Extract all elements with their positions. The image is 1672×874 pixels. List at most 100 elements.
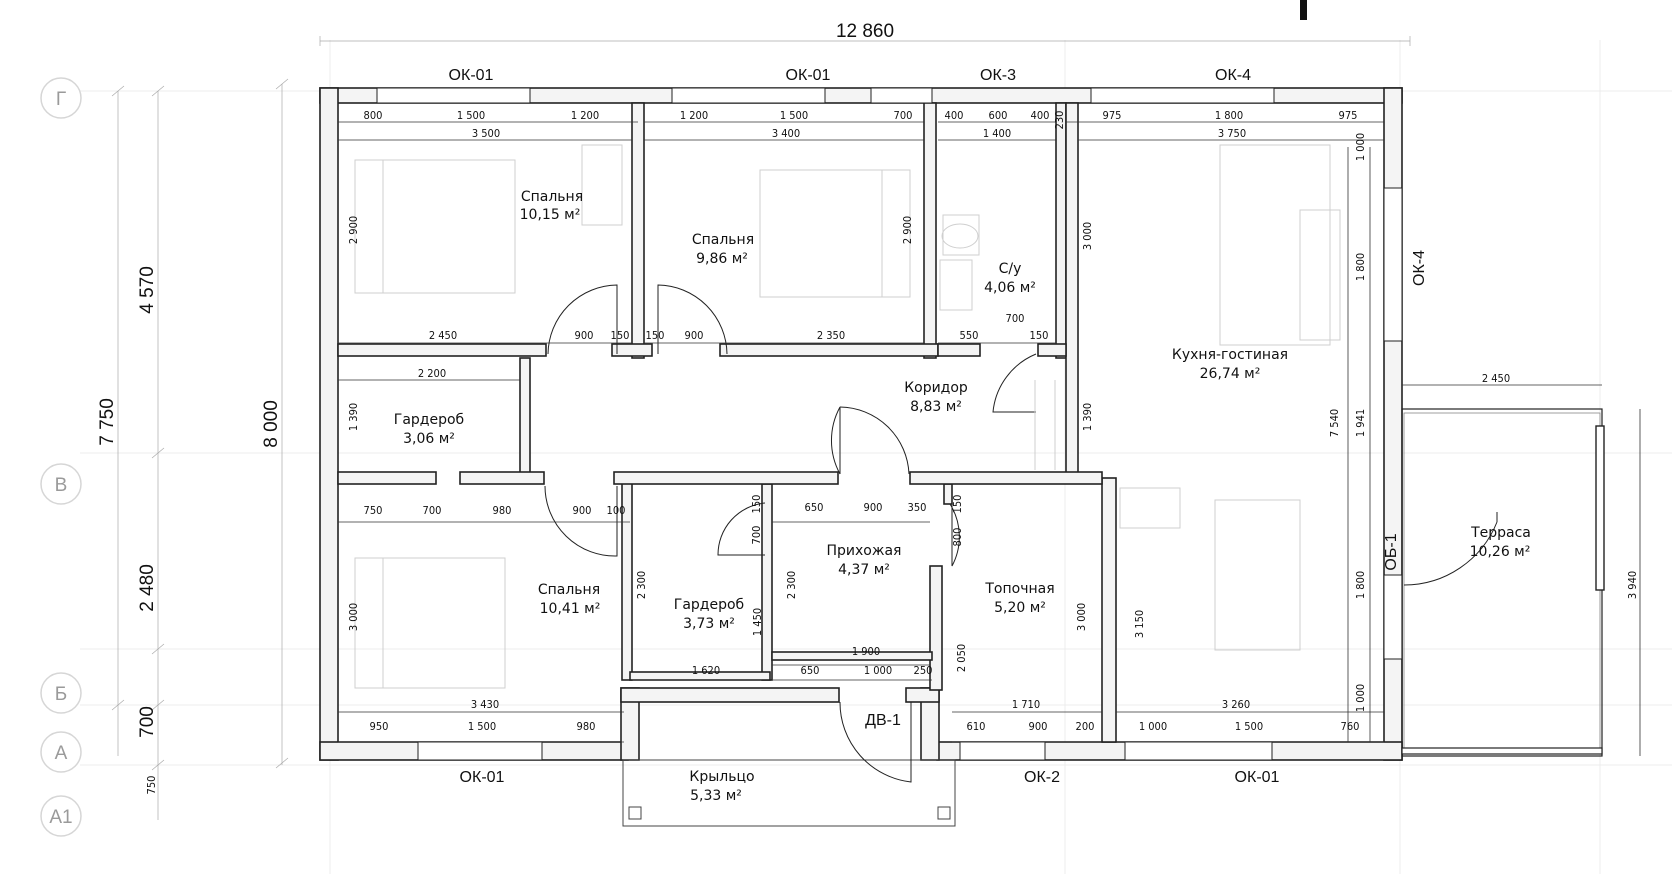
wall-h1e [1037, 343, 1067, 357]
tag-bot-ok01-b: ОК-01 [1235, 769, 1280, 786]
svg-text:10,26 м²: 10,26 м² [1470, 544, 1531, 560]
svg-text:9,86 м²: 9,86 м² [696, 251, 748, 267]
dim-1500b: 1 500 [780, 109, 808, 122]
dim-terrace-3940: 3 940 [1626, 571, 1639, 599]
window-top-1 [376, 87, 531, 104]
dim-b1000b: 1 000 [1139, 720, 1167, 733]
wall-v1 [631, 102, 645, 359]
svg-text:4,37 м²: 4,37 м² [838, 562, 890, 578]
wall-entrance-r [905, 687, 940, 703]
dim-v1800a: 1 800 [1354, 253, 1367, 281]
dim-c980: 980 [493, 504, 512, 517]
wall-wardrobe1-r [519, 357, 531, 477]
dimension-lines [338, 121, 1641, 756]
dim-400a: 400 [945, 109, 964, 122]
svg-text:С/у: С/у [999, 261, 1022, 277]
dim-v3000b: 3 000 [347, 603, 360, 631]
svg-text:Гардероб: Гардероб [394, 412, 464, 428]
dim-c350: 350 [908, 501, 927, 514]
dim-b200: 200 [1076, 720, 1095, 733]
dim-v3000a: 3 000 [1081, 222, 1094, 250]
axis-label-G: Г [56, 89, 66, 110]
dim-b1620: 1 620 [692, 664, 720, 677]
wall-h2c [613, 471, 839, 485]
left-axis-dimensions: 4 570 7 750 2 480 700 750 8 000 [97, 78, 289, 820]
dim-v1390a: 1 390 [347, 403, 360, 431]
dim-975b: 975 [1339, 109, 1358, 122]
room-hallway: Прихожая 4,37 м² [827, 543, 902, 578]
terrace [1401, 408, 1605, 757]
axis-dim-2480: 2 480 [137, 564, 158, 612]
svg-text:3,06 м²: 3,06 м² [403, 431, 455, 447]
svg-text:Топочная: Топочная [984, 581, 1054, 597]
wall-hall-l [761, 483, 773, 681]
dim-terrace-2450: 2 450 [1482, 372, 1510, 385]
dim-b3430: 3 430 [471, 698, 499, 711]
dim-v2900b: 2 900 [901, 216, 914, 244]
dimension-texts: 800 1 500 1 200 1 200 1 500 700 400 600 … [347, 109, 1639, 733]
wall-h2d [909, 471, 1103, 485]
dim-230: 230 [1053, 111, 1066, 130]
dim-v2900a: 2 900 [347, 216, 360, 244]
wall-entrance [620, 687, 840, 703]
svg-text:4,06 м²: 4,06 м² [984, 280, 1036, 296]
axis-bubble-G [40, 77, 82, 119]
tag-top-ok4: ОК-4 [1215, 67, 1251, 84]
room-bedroom-3: Спальня 10,41 м² [538, 582, 601, 617]
wall-kitchen [1065, 102, 1079, 474]
axis-label-A1: А1 [49, 807, 72, 828]
svg-text:Крыльцо: Крыльцо [689, 769, 754, 785]
dim-v2050: 2 050 [955, 644, 968, 672]
tag-right-ob1: ОБ-1 [1383, 533, 1400, 570]
dim-v3000c: 3 000 [1075, 603, 1088, 631]
wall-v2 [923, 102, 937, 359]
dim-b1000: 1 000 [864, 664, 892, 677]
dim-v1450: 1 450 [751, 608, 764, 636]
wall-h1a [337, 343, 547, 357]
svg-text:Прихожая: Прихожая [827, 543, 902, 559]
window-top-3 [870, 87, 933, 104]
axis-label-V: В [55, 475, 68, 496]
dim-2200: 2 200 [418, 367, 446, 380]
window-right-2 [1383, 574, 1403, 660]
dim-b1710: 1 710 [1012, 698, 1040, 711]
wall-h2a [337, 471, 437, 485]
dim-c900: 900 [573, 504, 592, 517]
dim-v7540: 7 540 [1328, 409, 1341, 437]
dim-1200a: 1 200 [571, 109, 599, 122]
dim-150b: 150 [646, 329, 665, 342]
dim-v1000b: 1 000 [1354, 684, 1367, 712]
axis-label-A: А [55, 743, 68, 764]
wall-hall-r [929, 565, 943, 691]
tag-top-ok01-b: ОК-01 [786, 67, 831, 84]
room-wardrobe-1: Гардероб 3,06 м² [394, 412, 464, 447]
dim-v3150: 3 150 [1133, 610, 1146, 638]
dim-c900b: 900 [864, 501, 883, 514]
dim-800: 800 [364, 109, 383, 122]
window-bot-1 [417, 741, 543, 761]
dim-3750: 3 750 [1218, 127, 1246, 140]
axis-bubble-A [40, 731, 82, 773]
dim-b650: 650 [801, 664, 820, 677]
axis-dim-700: 700 [137, 706, 158, 738]
svg-text:Коридор: Коридор [904, 380, 968, 396]
dim-700b: 700 [1006, 312, 1025, 325]
axis-bubble-A1 [40, 795, 82, 837]
doors [544, 284, 1037, 783]
svg-text:5,20 м²: 5,20 м² [994, 600, 1046, 616]
axis-bubble-B [40, 672, 82, 714]
svg-text:Спальня: Спальня [538, 582, 600, 598]
dim-b760: 760 [1341, 720, 1360, 733]
dim-c650: 650 [805, 501, 824, 514]
svg-text:Спальня: Спальня [521, 189, 583, 205]
tag-top-ok3: ОК-3 [980, 67, 1016, 84]
tag-top-ok01-a: ОК-01 [449, 67, 494, 84]
svg-text:10,41 м²: 10,41 м² [540, 601, 601, 617]
dim-3500: 3 500 [472, 127, 500, 140]
dim-h1900: 1 900 [852, 645, 880, 658]
dim-b250: 250 [914, 664, 933, 677]
